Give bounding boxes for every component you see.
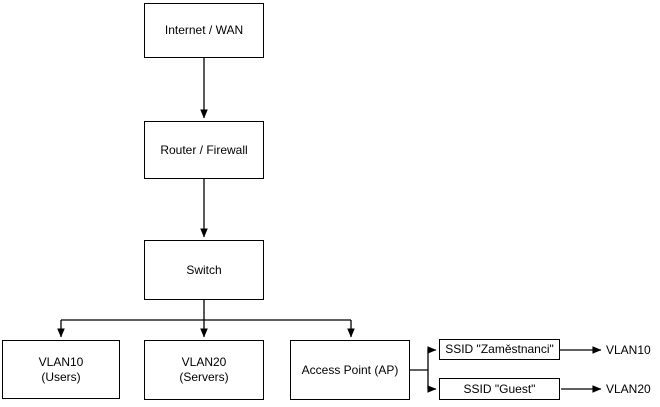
- node-vlan10-users: VLAN10 (Users): [2, 340, 120, 399]
- node-access-point: Access Point (AP): [290, 340, 410, 400]
- node-access-point-label: Access Point (AP): [301, 362, 399, 377]
- terminal-vlan20-label: VLAN20: [606, 382, 651, 396]
- node-internet-wan-label: Internet / WAN: [164, 23, 244, 37]
- terminal-vlan20: VLAN20: [606, 378, 651, 400]
- node-vlan20-servers: VLAN20 (Servers): [144, 340, 264, 400]
- node-switch-label: Switch: [186, 262, 222, 277]
- node-router-firewall-label: Router / Firewall: [160, 142, 248, 157]
- edge-ap-ssid-guest: [427, 370, 437, 393]
- node-ssid-guest-label: SSID "Guest": [463, 381, 536, 396]
- edge-ap-ssid-employees: [427, 346, 437, 370]
- node-vlan10-line2: (Users): [41, 369, 81, 384]
- node-router-firewall: Router / Firewall: [144, 121, 264, 179]
- node-vlan20-line2: (Servers): [179, 370, 229, 384]
- node-ssid-guest: SSID "Guest": [439, 378, 560, 400]
- node-internet-wan: Internet / WAN: [144, 3, 264, 58]
- node-ssid-zamestnanci: SSID "Zaměstnanci": [439, 339, 560, 360]
- node-switch: Switch: [144, 240, 264, 300]
- terminal-vlan10-label: VLAN10: [606, 342, 651, 357]
- node-ssid-zamestnanci-label: SSID "Zaměstnanci": [445, 342, 554, 356]
- node-vlan20-line1: VLAN20: [181, 355, 227, 369]
- edge-switch-trunk: [61, 300, 351, 321]
- terminal-vlan10: VLAN10: [606, 339, 651, 360]
- node-vlan10-line1: VLAN10: [38, 354, 84, 369]
